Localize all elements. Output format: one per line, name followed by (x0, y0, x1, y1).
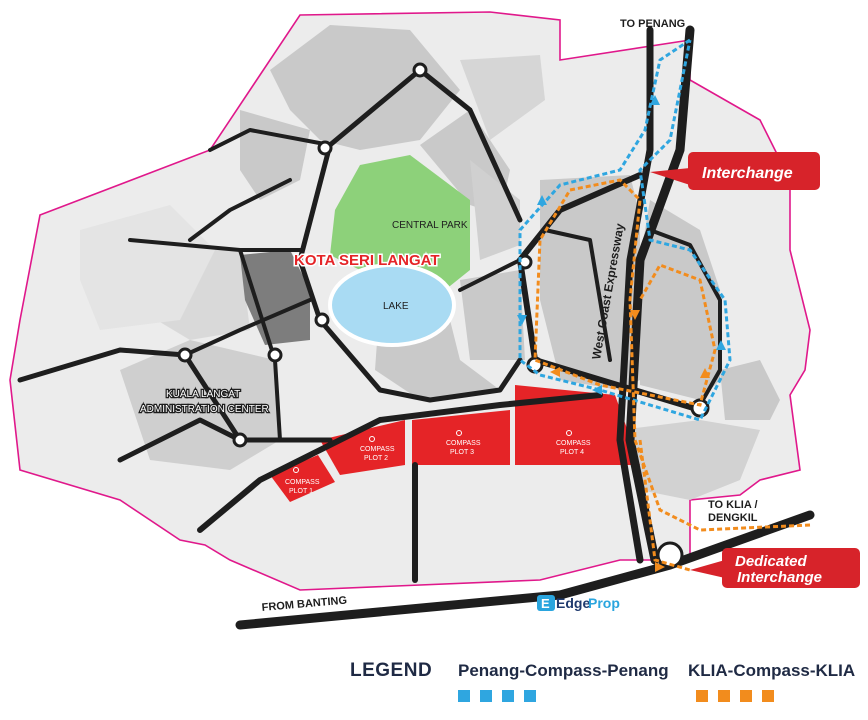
edgeprop-text-edge: Edge (556, 595, 590, 611)
plot4-label-2: PLOT 4 (560, 449, 584, 456)
penang-route (518, 38, 732, 422)
admin-label-2: ADMINISTRATION CENTER (140, 404, 269, 415)
plot2-label-2: PLOT 2 (364, 455, 388, 462)
plot2-label-1: COMPASS (360, 446, 395, 453)
dedicated-interchange-label-1: Dedicated (735, 553, 808, 570)
edgeprop-logo: E Edge Prop (537, 595, 620, 611)
interchange-label: Interchange (702, 165, 793, 182)
legend-title: LEGEND (350, 660, 433, 681)
svg-text:E: E (541, 596, 550, 611)
interchange-callout: Interchange (650, 152, 820, 190)
lake (328, 263, 456, 347)
to-klia-label-2: DENGKIL (708, 512, 758, 524)
plot1-label-2: PLOT 1 (289, 488, 313, 495)
legend-penang-label: Penang-Compass-Penang (458, 661, 669, 680)
compass-plot-3 (412, 410, 510, 465)
plot-markers (293, 430, 572, 473)
compass-plot-1 (270, 455, 335, 502)
admin-label-1: KUALA LANGAT (166, 389, 240, 400)
plot3-label-1: COMPASS (446, 440, 481, 447)
central-park-label: CENTRAL PARK (392, 220, 468, 231)
route-arrows (517, 95, 726, 572)
plot1-label-1: COMPASS (285, 479, 320, 486)
legend-klia-label: KLIA-Compass-KLIA (688, 661, 856, 680)
plot4-label-1: COMPASS (556, 440, 591, 447)
to-penang-label: TO PENANG (620, 18, 685, 30)
to-klia-label-1: TO KLIA / (708, 499, 758, 511)
compass-plots (270, 385, 640, 502)
central-park (330, 155, 470, 290)
edgeprop-text-prop: Prop (588, 595, 620, 611)
dedicated-interchange-callout: Dedicated Interchange (690, 548, 860, 588)
roundabouts (177, 62, 710, 569)
plot3-label-2: PLOT 3 (450, 449, 474, 456)
compass-plot-4 (515, 385, 640, 465)
from-banting-label: FROM BANTING (261, 595, 347, 614)
kota-seri-langat-label: KOTA SERI LANGAT (294, 252, 440, 269)
compass-plot-2 (320, 420, 405, 475)
klia-route (533, 178, 811, 572)
dedicated-interchange-label-2: Interchange (737, 569, 822, 586)
lake-label: LAKE (383, 301, 409, 312)
